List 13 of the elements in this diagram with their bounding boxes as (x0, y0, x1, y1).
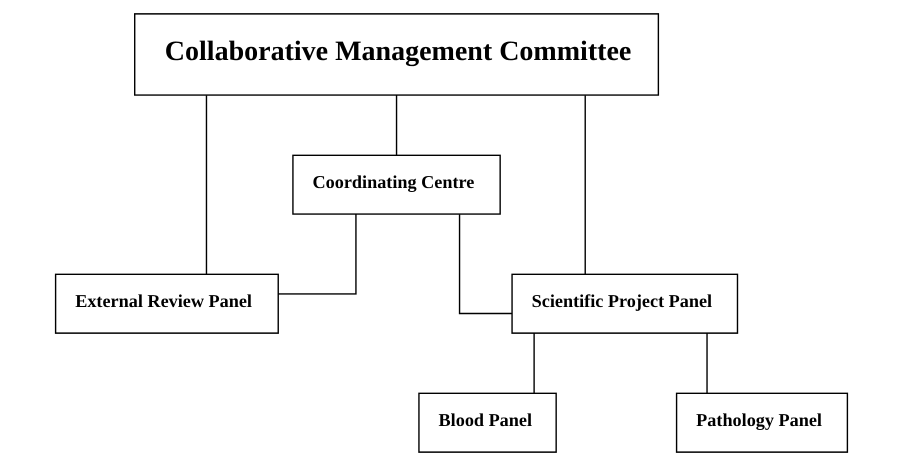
connector (706, 333, 708, 394)
node-box: Scientific Project Panel (510, 274, 738, 334)
connector (278, 214, 356, 295)
node-box: Collaborative Management Committee (134, 13, 659, 96)
connector (458, 214, 512, 314)
connector (584, 96, 586, 274)
connector (395, 95, 397, 156)
node-box: External Review Panel (54, 274, 278, 334)
node-box: Pathology Panel (675, 392, 848, 453)
node-box: Blood Panel (418, 392, 556, 453)
node-box: Coordinating Centre (292, 154, 500, 215)
connector (205, 96, 207, 274)
connector (532, 333, 534, 394)
